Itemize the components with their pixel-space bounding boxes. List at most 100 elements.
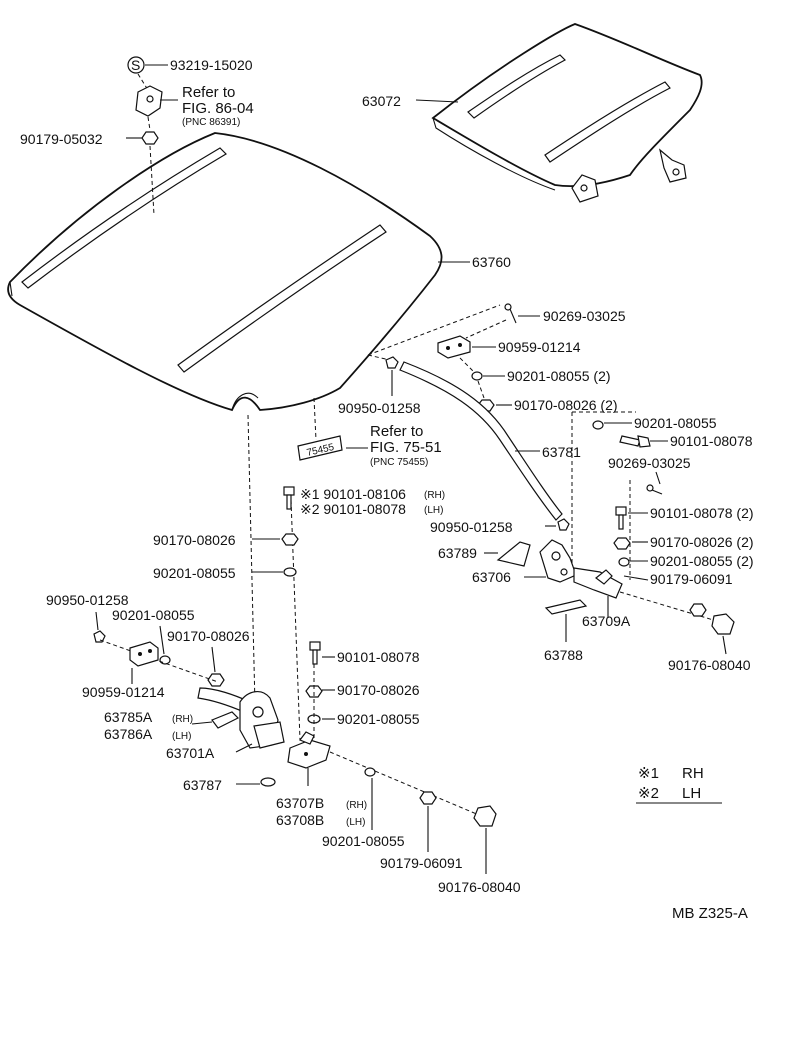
legend-rh-text: RH xyxy=(682,765,704,782)
label-90950-01258-c: 90950-01258 xyxy=(430,519,513,535)
label-90179-06091-d: 90179-06091 xyxy=(380,855,463,871)
label-90170-08026-d: 90170-08026 xyxy=(167,628,250,644)
label-90170-08026-e: 90170-08026 xyxy=(337,682,420,698)
hinge-63706 xyxy=(539,539,577,583)
label-90101-08078-2-c: 90101-08078 (2) xyxy=(650,505,754,521)
label-63786a: 63786A xyxy=(104,726,153,742)
stay-rod-63781 xyxy=(399,361,563,521)
legend-rh-mark: ※1 xyxy=(638,765,659,782)
diagram-code: MB Z325-A xyxy=(672,905,748,922)
label-90170-08026-b: 90170-08026 xyxy=(153,532,236,548)
label-90179-05032: 90179-05032 xyxy=(20,131,103,147)
label-90950-01258-a: 90950-01258 xyxy=(338,400,421,416)
washer-90179-d xyxy=(419,791,437,805)
ref2-pnc: (PNC 75455) xyxy=(370,457,428,468)
nut-90170-d xyxy=(207,673,225,687)
label-90269-03025-b: 90269-03025 xyxy=(608,455,691,471)
label-90959-01214-b: 90959-01214 xyxy=(82,684,165,700)
ref2-title: Refer to xyxy=(370,423,423,440)
label-90101-08078-b: 90101-08078 xyxy=(670,433,753,449)
label-90950-01258-b: 90950-01258 xyxy=(46,592,129,608)
cover-63789 xyxy=(496,541,531,567)
label-90170-08026-2-a: 90170-08026 (2) xyxy=(514,397,618,413)
legend-lh-text: LH xyxy=(682,785,701,802)
grommet-90950-b xyxy=(93,630,106,643)
bolt-90101-c xyxy=(615,506,627,530)
nut-90179-05032 xyxy=(141,131,159,145)
label-63785a: 63785A xyxy=(104,709,153,725)
label-63706: 63706 xyxy=(472,569,511,585)
label-90201-08055-f: 90201-08055 xyxy=(337,711,420,727)
ref1-fig: FIG. 86-04 xyxy=(182,100,254,117)
label-90179-06091-c: 90179-06091 xyxy=(650,571,733,587)
label-90176-08040-b: 90176-08040 xyxy=(438,879,521,895)
grommet-90950-c xyxy=(557,518,570,531)
washer-90201-d xyxy=(618,557,630,567)
screw-93219: S xyxy=(127,56,145,74)
legend-lh-mark: ※2 xyxy=(638,785,659,802)
spoiler-63072 xyxy=(431,23,703,203)
ref1-title: Refer to xyxy=(182,84,235,101)
screw-90269-a xyxy=(504,303,517,324)
label-90269-03025-a: 90269-03025 xyxy=(543,308,626,324)
pad-63788 xyxy=(544,599,588,615)
washer-90201-g xyxy=(364,767,376,777)
label-90101-08078-lh: ※2 90101-08078 xyxy=(300,501,406,517)
pad-63787 xyxy=(260,777,276,787)
label-90201-08055-g: 90201-08055 xyxy=(322,833,405,849)
washer-90201-a xyxy=(471,371,483,381)
nut-90170-b xyxy=(281,533,299,546)
label-90101-08078-d: 90101-08078 xyxy=(337,649,420,665)
clip-90959-b xyxy=(129,641,159,667)
label-63709a: 63709A xyxy=(582,613,631,629)
bolt-90101-rh xyxy=(283,486,295,510)
label-63781: 63781 xyxy=(542,444,581,460)
legend: ※1 RH ※2 LH xyxy=(636,765,722,804)
nut-90176-a xyxy=(711,613,735,635)
tag-rh-1: (RH) xyxy=(424,490,445,501)
label-63760: 63760 xyxy=(472,254,511,270)
label-90201-08055-e: 90201-08055 xyxy=(112,607,195,623)
label-90201-08055-2-a: 90201-08055 (2) xyxy=(507,368,611,384)
nut-90170-e xyxy=(305,685,323,698)
bracket-63709a xyxy=(573,567,623,599)
label-63701a: 63701A xyxy=(166,745,215,761)
nut-90170-c xyxy=(613,537,631,550)
tag-lh-3: (LH) xyxy=(346,817,365,828)
washer-90201-b xyxy=(592,420,604,430)
bracket-ref-86-04 xyxy=(135,85,163,117)
washer-90201-e xyxy=(159,655,171,665)
hinge-63701a xyxy=(197,687,285,749)
plate-ref-75-51: 75455 xyxy=(297,435,343,461)
label-63788: 63788 xyxy=(544,647,583,663)
washer-90179-c xyxy=(689,603,707,617)
grommet-90950-a xyxy=(385,356,399,369)
label-63707b: 63707B xyxy=(276,795,324,811)
tag-rh-2: (RH) xyxy=(172,714,193,725)
ref1-pnc: (PNC 86391) xyxy=(182,117,240,128)
leader-63072 xyxy=(415,99,459,103)
tag-rh-3: (RH) xyxy=(346,800,367,811)
washer-90201-c xyxy=(283,567,297,577)
nut-90176-b xyxy=(473,805,497,827)
label-63708b: 63708B xyxy=(276,812,324,828)
label-90101-08106: ※1 90101-08106 xyxy=(300,486,406,502)
label-90176-08040-a: 90176-08040 xyxy=(668,657,751,673)
label-93219-15020: 93219-15020 xyxy=(170,57,253,73)
label-90170-08026-2-c: 90170-08026 (2) xyxy=(650,534,754,550)
s-mark: S xyxy=(131,57,140,73)
tag-lh-2: (LH) xyxy=(172,731,191,742)
bolt-90101-b xyxy=(619,435,651,448)
ref2-fig: FIG. 75-51 xyxy=(370,439,442,456)
spoiler-63760 xyxy=(7,132,443,412)
label-63789: 63789 xyxy=(438,545,477,561)
tag-lh-1: (LH) xyxy=(424,505,443,516)
label-90201-08055-b: 90201-08055 xyxy=(634,415,717,431)
label-90201-08055-2-d: 90201-08055 (2) xyxy=(650,553,754,569)
clip-90959-a xyxy=(437,335,471,359)
label-90201-08055-c: 90201-08055 xyxy=(153,565,236,581)
label-90959-01214-a: 90959-01214 xyxy=(498,339,581,355)
bolt-90101-d xyxy=(309,641,321,665)
label-63072: 63072 xyxy=(362,93,401,109)
